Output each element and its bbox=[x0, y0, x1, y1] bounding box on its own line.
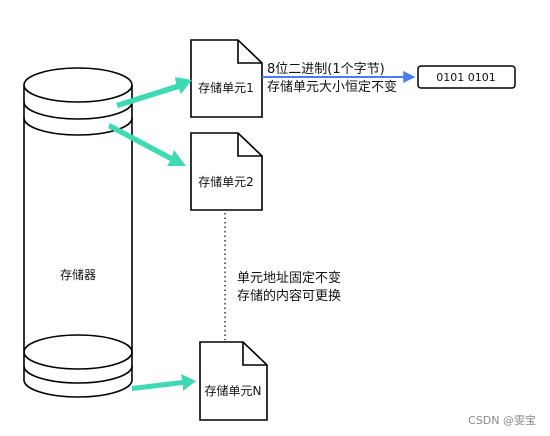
green-arrows bbox=[108, 77, 196, 391]
address-note-line1: 单元地址固定不变 bbox=[237, 270, 341, 286]
storage-cell-2 bbox=[190, 132, 263, 211]
storage-cell-1-label: 存储单元1 bbox=[198, 80, 254, 95]
address-note-line2: 存储的内容可更换 bbox=[237, 288, 341, 304]
byte-box-value: 0101 0101 bbox=[436, 71, 496, 84]
bits-note-line1: 8位二进制(1个字节) bbox=[267, 62, 385, 77]
storage-cell-n-label: 存储单元N bbox=[205, 383, 262, 398]
storage-cell-2-label: 存储单元2 bbox=[198, 174, 254, 189]
arrow-to-cell-2 bbox=[108, 123, 186, 166]
storage-cylinder bbox=[23, 67, 133, 398]
storage-label: 存储器 bbox=[60, 267, 96, 282]
storage-cell-1 bbox=[190, 39, 263, 118]
bits-note-line2: 存储单元大小恒定不变 bbox=[267, 79, 397, 95]
byte-box bbox=[417, 65, 516, 89]
storage-cell-n bbox=[199, 341, 268, 421]
watermark: CSDN @雯宝 bbox=[468, 413, 536, 427]
arrow-to-cell-n bbox=[132, 374, 196, 391]
arrow-to-cell-1 bbox=[116, 77, 192, 108]
